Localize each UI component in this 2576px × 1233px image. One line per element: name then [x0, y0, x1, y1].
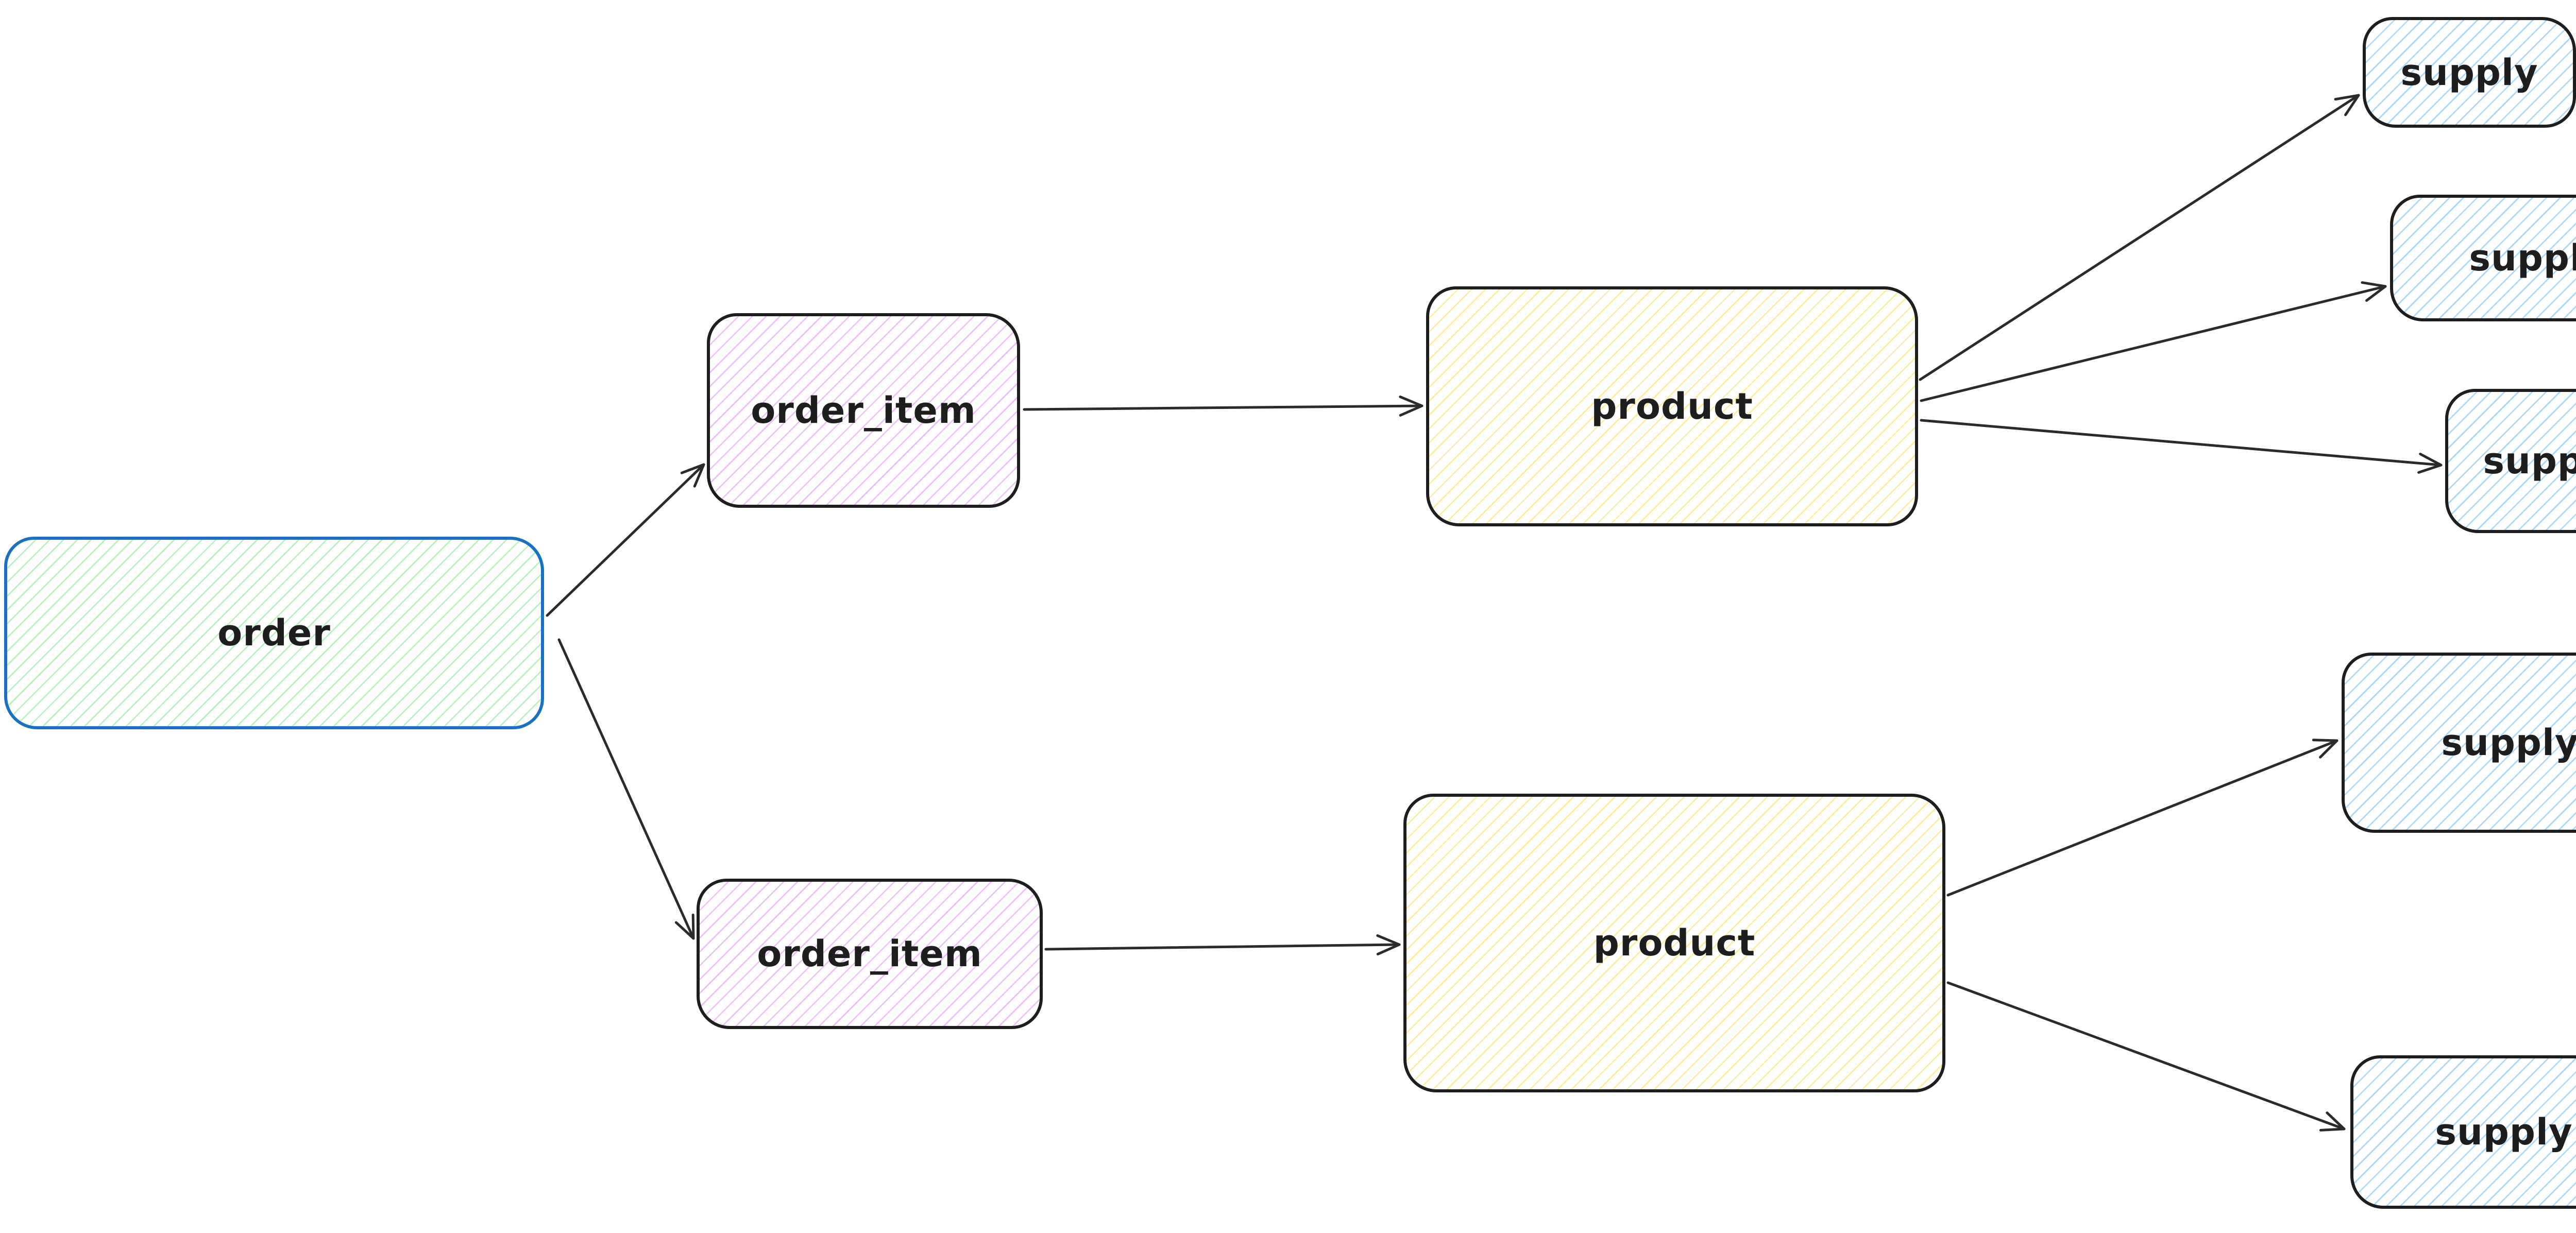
edge-order_item_2-to-product_2[interactable]	[1044, 934, 1401, 956]
node-label: supply	[2435, 1111, 2573, 1153]
node-supply_5[interactable]: supply	[2350, 1055, 2576, 1209]
node-order_item_1[interactable]: order_item	[707, 313, 1020, 508]
node-order[interactable]: order	[4, 537, 544, 729]
edge-product_1-to-supply_2[interactable]	[1920, 281, 2387, 402]
node-label: supply	[2483, 440, 2576, 482]
edge-product_1-to-supply_3[interactable]	[1920, 419, 2443, 474]
node-label: supply	[2469, 237, 2576, 279]
edge-product_2-to-supply_4[interactable]	[1946, 739, 2338, 897]
edge-order-to-order_item_1[interactable]	[546, 463, 705, 617]
node-label: supply	[2441, 722, 2576, 764]
node-supply_3[interactable]: supply	[2445, 389, 2576, 533]
node-label: order_item	[757, 933, 982, 975]
node-label: product	[1591, 385, 1753, 427]
node-label: supply	[2400, 51, 2538, 94]
edge-product_2-to-supply_5[interactable]	[1946, 981, 2346, 1132]
node-product_2[interactable]: product	[1403, 794, 1945, 1092]
edge-order_item_1-to-product_1[interactable]	[1023, 395, 1423, 417]
node-order_item_2[interactable]: order_item	[697, 879, 1043, 1029]
edge-order-to-order_item_2[interactable]	[557, 638, 695, 940]
node-supply_2[interactable]: supply	[2390, 195, 2576, 321]
node-label: product	[1593, 922, 1756, 964]
node-label: order_item	[751, 389, 976, 432]
node-supply_1[interactable]: supply	[2363, 17, 2576, 128]
node-product_1[interactable]: product	[1426, 286, 1918, 526]
node-supply_4[interactable]: supply	[2342, 653, 2576, 833]
node-label: order	[217, 612, 331, 654]
edge-product_1-to-supply_1[interactable]	[1919, 94, 2360, 381]
